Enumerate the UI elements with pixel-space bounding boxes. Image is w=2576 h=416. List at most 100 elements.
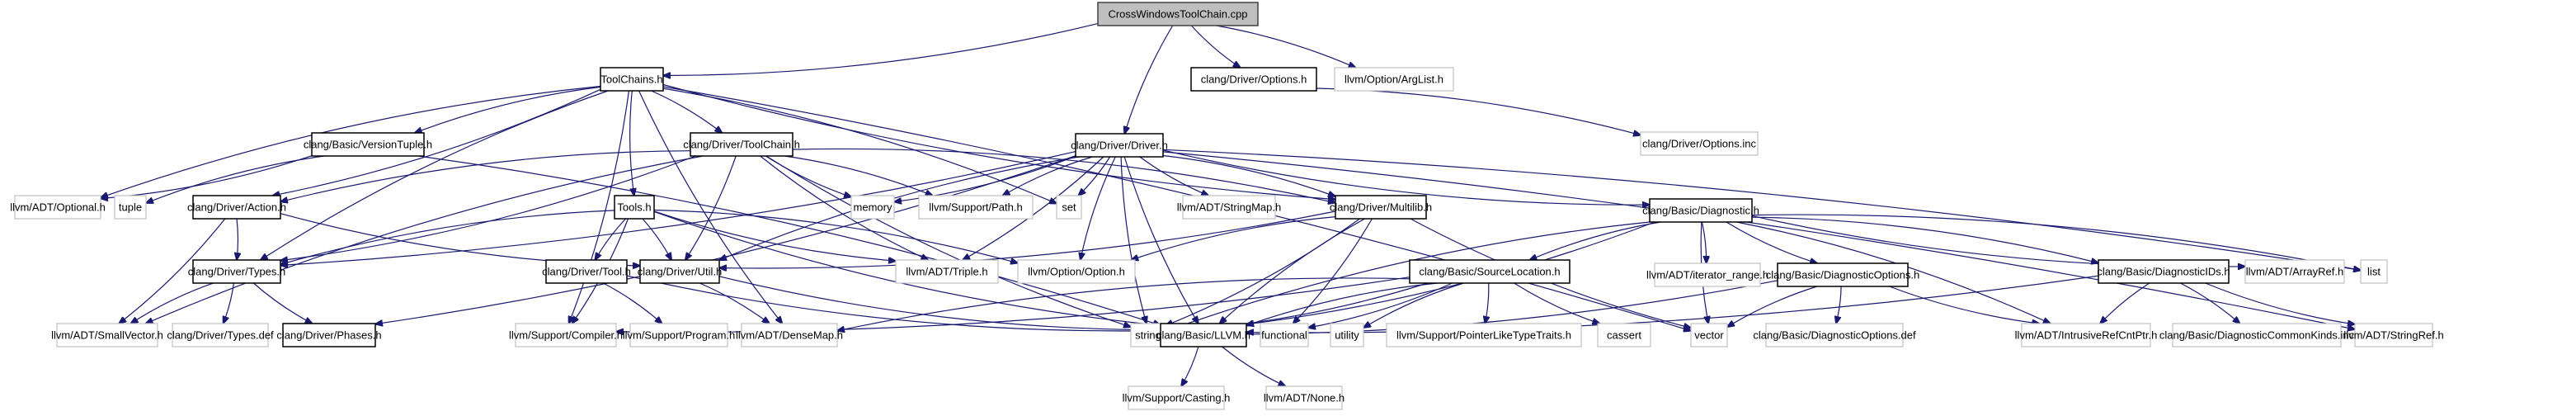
node-box[interactable] — [1777, 262, 1909, 287]
graph-node-action[interactable]: clang/Driver/Action.h — [187, 195, 286, 220]
node-box — [2244, 259, 2345, 284]
node-label: clang/Basic/LLVM.h — [1156, 329, 1250, 342]
node-box[interactable] — [192, 259, 281, 284]
node-box[interactable] — [614, 195, 655, 220]
edge-diagids-to-diagcommon — [2180, 282, 2240, 324]
node-box[interactable] — [1097, 2, 1259, 26]
node-box — [629, 323, 728, 347]
node-box — [2354, 323, 2433, 347]
edge-root-to-arglist — [1216, 25, 1355, 68]
node-label: llvm/ADT/iterator_range.h — [1646, 269, 1768, 281]
graph-node-cassert: cassert — [1597, 323, 1651, 347]
node-label: clang/Basic/SourceLocation.h — [1419, 266, 1560, 278]
edge-diagopts-to-vector — [1727, 286, 1818, 327]
graph-node-compiler: llvm/Support/Compiler.h — [509, 323, 623, 347]
node-box[interactable] — [2098, 259, 2230, 284]
node-label: clang/Basic/DiagnosticIDs.h — [2097, 266, 2230, 278]
graph-node-ptrlike: llvm/Support/PointerLikeTypeTraits.h — [1386, 323, 1582, 347]
graph-node-sourceloc[interactable]: clang/Basic/SourceLocation.h — [1409, 259, 1571, 284]
edge-diagnostic-to-sourceloc — [1529, 221, 1661, 260]
node-box[interactable] — [1160, 323, 1247, 347]
graph-node-driver_h[interactable]: clang/Driver/Driver.h — [1071, 133, 1168, 158]
edge-sourceloc-to-densemap — [837, 277, 1410, 331]
node-box[interactable] — [1190, 67, 1317, 92]
graph-node-none: llvm/ADT/None.h — [1264, 385, 1345, 410]
graph-node-list: list — [2360, 259, 2388, 284]
node-label: clang/Basic/DiagnosticOptions.def — [1753, 329, 1916, 342]
graph-node-diagnostic[interactable]: clang/Basic/Diagnostic.h — [1642, 198, 1759, 223]
edge-toolchains-to-types_h — [261, 90, 609, 260]
node-box[interactable] — [192, 195, 281, 220]
graph-node-tool_h[interactable]: clang/Driver/Tool.h — [542, 259, 631, 284]
node-box[interactable] — [1075, 133, 1164, 158]
graph-node-stringmap: llvm/ADT/StringMap.h — [1177, 195, 1281, 220]
node-box — [1654, 262, 1761, 287]
graph-node-toolchains[interactable]: ToolChains.h — [600, 67, 664, 92]
graph-node-triple: llvm/ADT/Triple.h — [895, 259, 999, 284]
node-box — [14, 195, 101, 220]
node-box — [1265, 385, 1343, 410]
graph-node-diagopts[interactable]: clang/Basic/DiagnosticOptions.h — [1766, 262, 1919, 287]
node-box — [1128, 385, 1225, 410]
edge-driver_h-to-set — [1078, 156, 1111, 196]
edge-diagnostic-to-list — [1751, 214, 2361, 270]
graph-node-util_h[interactable]: clang/Driver/Util.h — [638, 259, 723, 284]
edge-diagids-to-intrusive — [2100, 282, 2150, 324]
edge-action-to-smallvector — [119, 218, 226, 324]
graph-node-functional: functional — [1260, 323, 1309, 347]
edge-root-to-driver_h — [1124, 25, 1174, 134]
node-label: llvm/ADT/ArrayRef.h — [2246, 266, 2343, 278]
node-box[interactable] — [1335, 195, 1427, 220]
node-box[interactable] — [1409, 259, 1571, 284]
edge-toolchains-to-optional — [101, 85, 601, 198]
edge-root-to-toolchains — [663, 23, 1099, 76]
node-box[interactable] — [600, 67, 664, 92]
node-box — [1765, 323, 1904, 347]
node-box[interactable] — [311, 132, 425, 157]
graph-node-types_def: clang/Driver/Types.def — [167, 323, 274, 347]
node-label: clang/Driver/ToolChain.h — [683, 139, 800, 151]
node-box[interactable] — [639, 259, 720, 284]
node-box[interactable] — [545, 259, 628, 284]
edge-diagnostic-to-diagopts — [1726, 221, 1817, 263]
graph-node-llvm_h[interactable]: clang/Basic/LLVM.h — [1156, 323, 1250, 347]
graph-node-multilib[interactable]: clang/Driver/Multilib.h — [1330, 195, 1432, 220]
graph-node-diagids[interactable]: clang/Basic/DiagnosticIDs.h — [2097, 259, 2230, 284]
node-label: llvm/ADT/Optional.h — [10, 201, 106, 214]
edge-multilib-to-option_h — [1131, 216, 1336, 260]
graph-node-toolchain_h[interactable]: clang/Driver/ToolChain.h — [683, 132, 800, 157]
edge-multilib-to-llvm_h — [1219, 218, 1365, 324]
edge-driver_h-to-types_h — [280, 151, 1076, 266]
edge-driver_h-to-stringref — [1162, 151, 2355, 329]
node-box[interactable] — [690, 132, 794, 157]
edge-driver_h-to-llvm_h — [1123, 156, 1199, 324]
node-box[interactable] — [1649, 198, 1753, 223]
edge-diagnostic-to-iterrange — [1701, 221, 1706, 263]
graph-node-tools[interactable]: Tools.h — [614, 195, 655, 220]
node-box — [515, 323, 617, 347]
edge-toolchains-to-vector — [662, 86, 1691, 331]
node-label: functional — [1261, 329, 1307, 342]
node-box — [2172, 323, 2342, 347]
graph-node-versiontuple[interactable]: clang/Basic/VersionTuple.h — [304, 132, 432, 157]
edge-driver_h-to-string — [1120, 156, 1147, 324]
graph-node-vector: vector — [1690, 323, 1728, 347]
node-label: llvm/ADT/DenseMap.h — [736, 329, 843, 342]
node-label: tuple — [119, 201, 142, 214]
node-box — [918, 195, 1034, 220]
graph-node-types_h[interactable]: clang/Driver/Types.h — [188, 259, 286, 284]
node-label: llvm/ADT/StringRef.h — [2343, 329, 2443, 342]
graph-node-phases[interactable]: clang/Driver/Phases.h — [276, 323, 382, 347]
node-box — [1386, 323, 1582, 347]
node-label: string — [1135, 329, 1161, 342]
graph-node-root[interactable]: CrossWindowsToolChain.cpp — [1097, 2, 1259, 26]
edge-tools-to-types_h — [280, 210, 615, 265]
graph-node-options_h[interactable]: clang/Driver/Options.h — [1190, 67, 1317, 92]
edge-diagids-to-llvm_h — [1246, 275, 2099, 333]
node-box[interactable] — [282, 323, 376, 347]
edge-toolchain_h-to-path — [784, 155, 932, 196]
edge-driver_h-to-triple — [963, 156, 1104, 260]
node-box — [1597, 323, 1651, 347]
graph-node-path: llvm/Support/Path.h — [918, 195, 1034, 220]
